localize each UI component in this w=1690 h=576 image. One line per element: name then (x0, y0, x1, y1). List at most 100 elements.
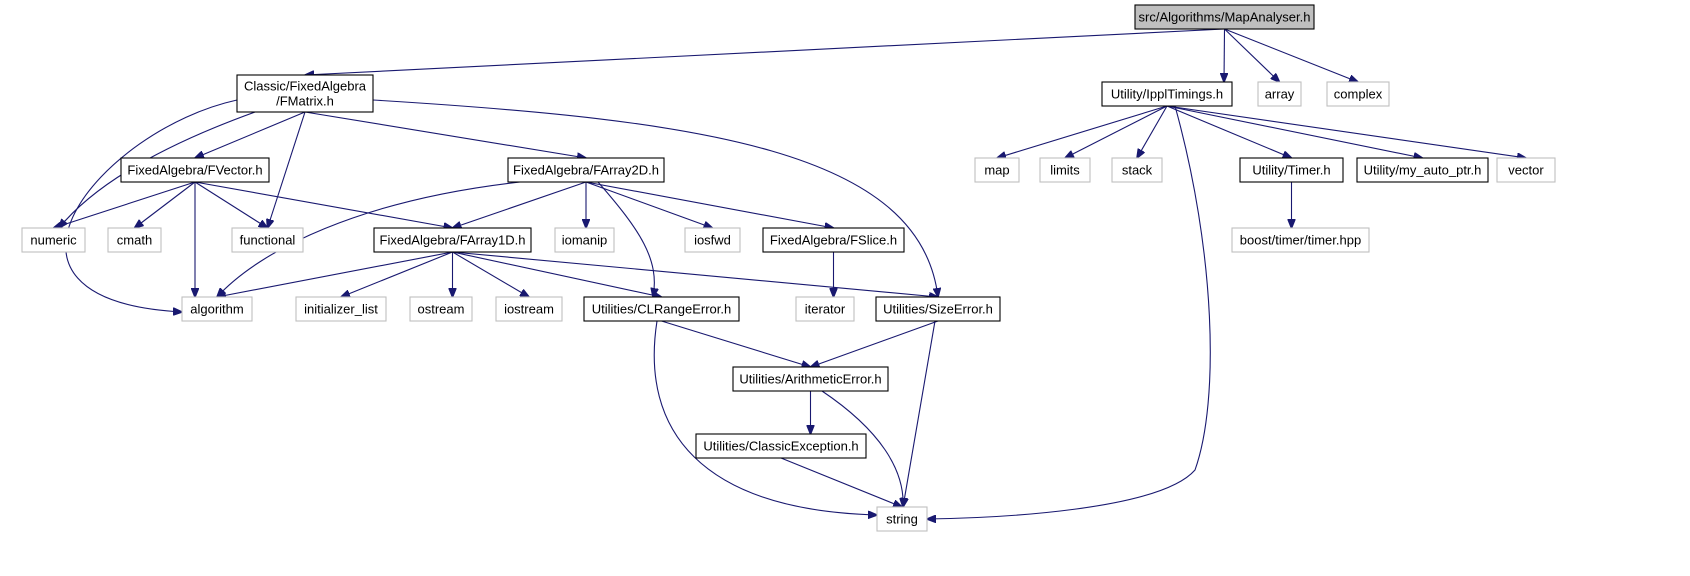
node-arithmeticerror[interactable]: Utilities/ArithmeticError.h (732, 366, 889, 392)
node-clrangeerror[interactable]: Utilities/CLRangeError.h (583, 296, 740, 322)
edge-fmatrix-to-fvector (195, 111, 306, 158)
node-box-boosttimer (1231, 227, 1370, 253)
node-label-complex: complex (1334, 87, 1383, 102)
edge-ippltimings-to-timer (1166, 105, 1292, 158)
node-box-vector (1496, 157, 1556, 183)
node-box-numeric (21, 227, 86, 253)
node-vector: vector (1496, 157, 1556, 183)
edge-mapanalyser-to-complex (1224, 28, 1359, 82)
node-label-boosttimer: boost/timer/timer.hpp (1240, 233, 1361, 248)
node-algorithm: algorithm (181, 296, 253, 322)
node-box-cmath (107, 227, 162, 253)
node-box-algorithm (181, 296, 253, 322)
edge-farray1d-to-iostream (452, 251, 530, 297)
edge-fvector-to-farray1d (194, 181, 453, 228)
edge-clrangeerror-to-arithmeticerror (661, 320, 811, 367)
node-label-myautoptr: Utility/my_auto_ptr.h (1364, 163, 1482, 178)
node-box-complex (1326, 81, 1390, 107)
node-box-iterator (795, 296, 855, 322)
edge-ippltimings-to-map (997, 105, 1168, 158)
node-farray2d[interactable]: FixedAlgebra/FArray2D.h (507, 157, 665, 183)
node-label-sizeerror: Utilities/SizeError.h (883, 302, 993, 317)
node-label-farray2d: FixedAlgebra/FArray2D.h (513, 163, 659, 178)
node-label-numeric: numeric (30, 233, 77, 248)
node-iosfwd: iosfwd (684, 227, 741, 253)
edge-fmatrix-to-algorithm (65, 99, 238, 312)
node-label-vector: vector (1508, 163, 1544, 178)
node-classicexception[interactable]: Utilities/ClassicException.h (695, 433, 867, 459)
node-iterator: iterator (795, 296, 855, 322)
node-map: map (974, 157, 1020, 183)
node-complex: complex (1326, 81, 1390, 107)
node-box-fslice (762, 227, 905, 253)
edge-farray2d-to-algorithm (217, 181, 521, 297)
edge-fmatrix-to-functional (268, 111, 306, 228)
node-box-functional (231, 227, 304, 253)
edge-fvector-to-cmath (135, 181, 196, 228)
node-label-ippltimings: Utility/IpplTimings.h (1111, 87, 1223, 102)
node-label-algorithm: algorithm (190, 302, 243, 317)
node-label-farray1d: FixedAlgebra/FArray1D.h (380, 233, 526, 248)
node-label-array: array (1265, 87, 1295, 102)
edge-clrangeerror-to-string (653, 320, 877, 515)
node-fslice[interactable]: FixedAlgebra/FSlice.h (762, 227, 905, 253)
edge-farray2d-to-fslice (585, 181, 834, 228)
node-box-farray2d (507, 157, 665, 183)
node-timer[interactable]: Utility/Timer.h (1239, 157, 1344, 183)
node-label-functional: functional (240, 233, 296, 248)
edge-fvector-to-functional (194, 181, 268, 228)
edge-arithmeticerror-to-string (821, 390, 903, 507)
edge-mapanalyser-to-ippltimings (1224, 28, 1225, 82)
node-box-iosfwd (684, 227, 741, 253)
node-boosttimer: boost/timer/timer.hpp (1231, 227, 1370, 253)
edge-ippltimings-to-myautoptr (1166, 105, 1423, 158)
node-limits: limits (1039, 157, 1091, 183)
edge-farray2d-to-farray1d (453, 181, 587, 228)
node-label-fvector: FixedAlgebra/FVector.h (127, 163, 262, 178)
node-box-fvector (120, 157, 270, 183)
node-box-limits (1039, 157, 1091, 183)
edge-sizeerror-to-string (903, 320, 936, 507)
node-label-iosfwd: iosfwd (694, 233, 731, 248)
node-box-iomanip (554, 227, 615, 253)
node-iomanip: iomanip (554, 227, 615, 253)
edge-farray1d-to-sizeerror (452, 251, 939, 297)
node-fvector[interactable]: FixedAlgebra/FVector.h (120, 157, 270, 183)
node-label-limits: limits (1050, 163, 1080, 178)
edge-farray1d-to-clrangeerror (452, 251, 662, 297)
node-label-arithmeticerror: Utilities/ArithmeticError.h (739, 372, 881, 387)
node-box-stack (1111, 157, 1163, 183)
node-label-timer: Utility/Timer.h (1252, 163, 1330, 178)
node-box-farray1d (373, 227, 532, 253)
node-fmatrix[interactable]: Classic/FixedAlgebra/FMatrix.h (236, 74, 374, 113)
edge-fmatrix-to-farray2d (304, 111, 586, 158)
edge-mapanalyser-to-fmatrix (305, 28, 1225, 75)
node-label-initlist: initializer_list (304, 302, 378, 317)
edge-sizeerror-to-arithmeticerror (811, 320, 939, 367)
node-sizeerror[interactable]: Utilities/SizeError.h (875, 296, 1001, 322)
node-ostream: ostream (409, 296, 473, 322)
node-label-clrangeerror: Utilities/CLRangeError.h (592, 302, 731, 317)
edges-layer (54, 28, 1527, 519)
node-iostream: iostream (495, 296, 563, 322)
node-label-map: map (984, 163, 1009, 178)
node-label-mapanalyser: src/Algorithms/MapAnalyser.h (1139, 10, 1311, 25)
node-label-iterator: iterator (805, 302, 846, 317)
node-box-myautoptr (1356, 157, 1489, 183)
node-box-fmatrix (236, 74, 374, 113)
node-box-initlist (295, 296, 387, 322)
nodes-layer: src/Algorithms/MapAnalyser.hClassic/Fixe… (21, 4, 1556, 532)
node-box-mapanalyser (1134, 4, 1315, 30)
node-label-fmatrix-line0: Classic/FixedAlgebra (244, 79, 367, 94)
node-array: array (1257, 81, 1302, 107)
node-farray1d[interactable]: FixedAlgebra/FArray1D.h (373, 227, 532, 253)
node-mapanalyser: src/Algorithms/MapAnalyser.h (1134, 4, 1315, 30)
node-label-iostream: iostream (504, 302, 554, 317)
edge-classicexception-to-string (780, 457, 902, 507)
node-myautoptr[interactable]: Utility/my_auto_ptr.h (1356, 157, 1489, 183)
node-cmath: cmath (107, 227, 162, 253)
node-ippltimings[interactable]: Utility/IpplTimings.h (1101, 81, 1233, 107)
node-label-ostream: ostream (418, 302, 465, 317)
edge-ippltimings-to-limits (1065, 105, 1168, 158)
